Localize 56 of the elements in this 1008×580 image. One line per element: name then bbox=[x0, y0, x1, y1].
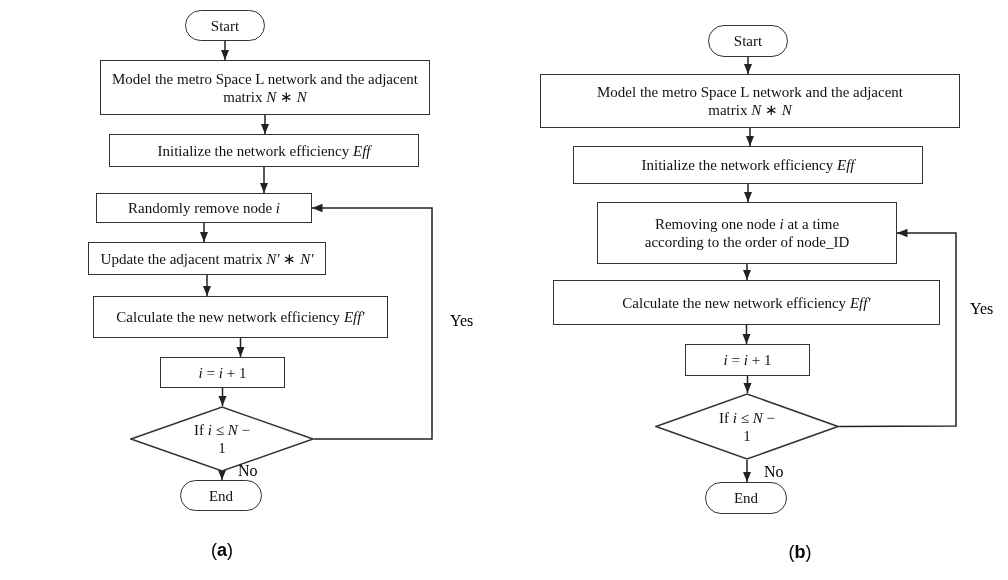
node-text: If i ≤ N − 1 bbox=[718, 408, 776, 445]
process-box bbox=[685, 344, 810, 376]
node-text: Initialize the network efficiency Eff bbox=[157, 141, 371, 160]
process-box bbox=[597, 202, 897, 264]
node-text: Calculate the new network efficiency Eff′ bbox=[622, 293, 871, 312]
arrow bbox=[742, 263, 752, 281]
node-text: i = i + 1 bbox=[723, 351, 772, 369]
node-text: If i ≤ N − 1 bbox=[193, 421, 251, 457]
edge-label: Yes bbox=[450, 312, 474, 330]
process-box bbox=[553, 280, 940, 325]
process-box bbox=[109, 134, 419, 167]
node-text: Calculate the new network efficiency Eff′ bbox=[116, 308, 365, 326]
edge-label: Yes bbox=[970, 300, 994, 318]
terminal-box bbox=[185, 10, 265, 41]
node-text: Initialize the network efficiency Eff bbox=[641, 156, 855, 174]
arrow bbox=[236, 337, 245, 358]
process-box bbox=[93, 296, 388, 338]
terminal-box bbox=[180, 480, 262, 511]
decision-diamond bbox=[655, 393, 839, 460]
arrow bbox=[745, 127, 755, 147]
process-box bbox=[573, 146, 923, 184]
figure-caption: (b) bbox=[788, 542, 812, 563]
arrow bbox=[742, 324, 751, 345]
arrow bbox=[220, 40, 230, 61]
terminal-box bbox=[708, 25, 788, 57]
edge-label: No bbox=[238, 462, 258, 480]
process-box bbox=[88, 242, 326, 275]
node-text: End bbox=[733, 489, 759, 507]
node-text: Model the metro Space L network and the adjacent matrix N ∗ N bbox=[111, 69, 419, 106]
process-box bbox=[160, 357, 285, 388]
arrow bbox=[218, 387, 227, 407]
node-text: Start bbox=[210, 16, 240, 35]
arrow bbox=[202, 274, 212, 297]
arrow bbox=[259, 166, 269, 194]
node-text: Model the metro Space L network and the adjacent matrix N ∗ N bbox=[596, 83, 904, 119]
arrow bbox=[743, 375, 752, 394]
process-box bbox=[540, 74, 960, 128]
arrow bbox=[743, 183, 753, 203]
arrow bbox=[838, 228, 957, 428]
arrow bbox=[743, 56, 753, 75]
process-box bbox=[100, 60, 430, 115]
arrow bbox=[260, 114, 270, 135]
edge-label: No bbox=[764, 463, 784, 481]
process-box bbox=[96, 193, 312, 223]
arrow bbox=[217, 469, 227, 481]
node-text: Removing one node i at a time according to the order of node_ID bbox=[643, 215, 851, 251]
terminal-box bbox=[705, 482, 787, 514]
node-text: End bbox=[208, 486, 234, 505]
node-text: Randomly remove node i bbox=[127, 199, 281, 217]
arrow bbox=[742, 459, 752, 483]
node-text: i = i + 1 bbox=[198, 363, 247, 382]
node-text: Start bbox=[733, 32, 763, 50]
node-text: Update the adjacent matrix N′ ∗ N′ bbox=[100, 249, 314, 268]
arrow bbox=[199, 222, 209, 243]
figure-caption: (a) bbox=[211, 540, 233, 561]
arrow bbox=[311, 203, 433, 440]
